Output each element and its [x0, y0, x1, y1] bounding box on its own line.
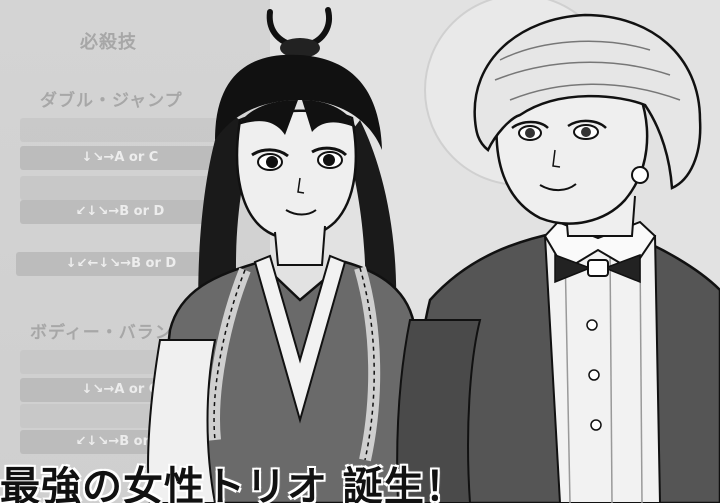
move-name-1: ダブル・ジャンプ: [40, 91, 183, 111]
move-name-2: ボディー・バランス: [30, 323, 191, 343]
left-character: [147, 7, 432, 503]
right-character: [396, 13, 720, 503]
move-list-heading: 必殺技: [80, 32, 137, 53]
caption-title: 最強の女性トリオ 誕生！: [0, 464, 466, 503]
faint-pill-1: [20, 118, 220, 142]
command-pill-3: ↓↙←↓↘→B or D: [16, 252, 226, 276]
command-pill-2: ↙↓↘→B or D: [20, 200, 220, 224]
command-pill-1: ↓↘→A or C: [20, 146, 220, 170]
faint-pill-2: [20, 176, 220, 200]
